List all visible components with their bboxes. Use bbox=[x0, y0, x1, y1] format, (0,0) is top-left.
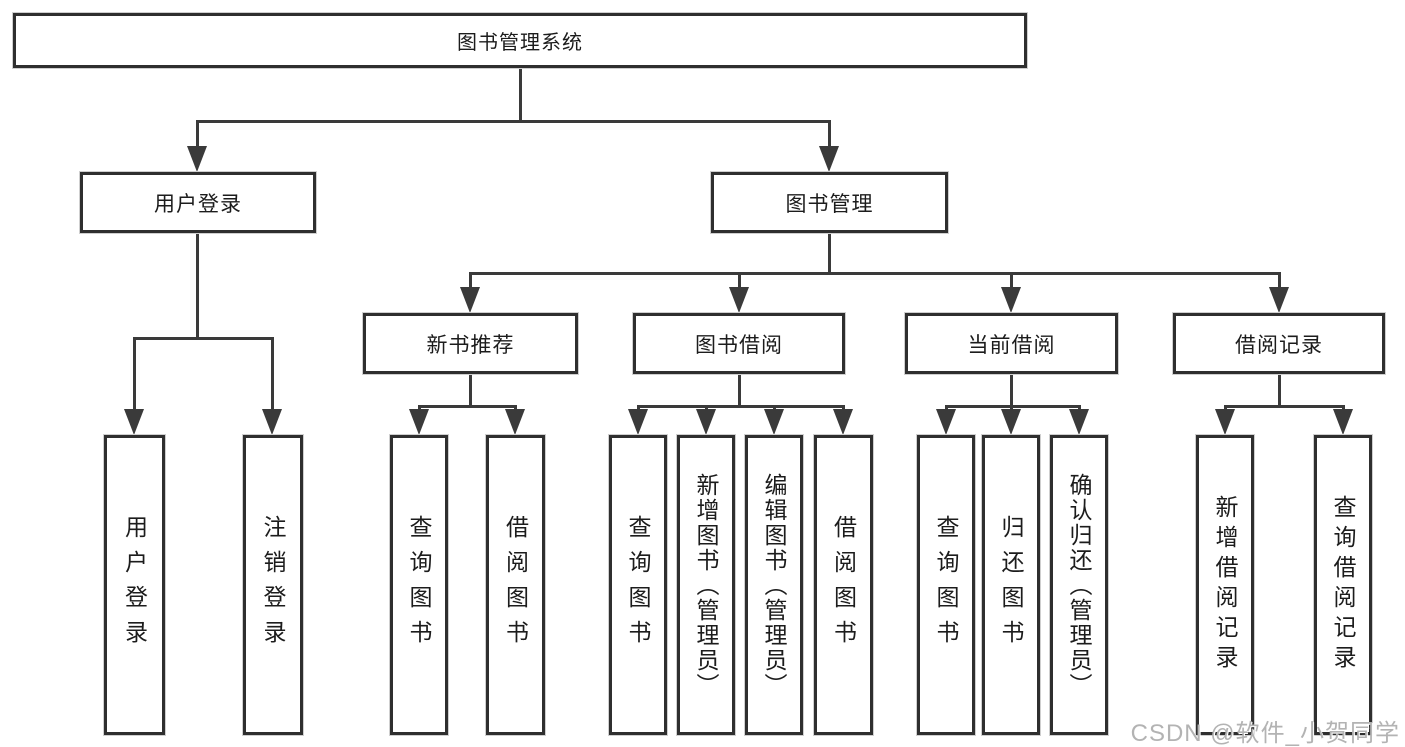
connector-line bbox=[519, 68, 522, 120]
connector-line bbox=[1278, 272, 1281, 290]
leaf-query-borrow-record-label: 查询借阅记录 bbox=[1330, 495, 1356, 675]
leaf-confirm-return-admin-label: 确认归还（管理员） bbox=[1066, 472, 1092, 698]
arrow-down-icon bbox=[124, 409, 144, 435]
connector-line bbox=[1278, 374, 1281, 405]
csdn-watermark: CSDN @软件_小贺同学 bbox=[1130, 720, 1400, 747]
node-user-login-label: 用户登录 bbox=[154, 192, 242, 216]
arrow-down-icon bbox=[819, 146, 839, 172]
arrow-down-icon bbox=[187, 146, 207, 172]
node-book-borrow: 图书借阅 bbox=[633, 313, 845, 374]
leaf-add-borrow-record-label: 新增借阅记录 bbox=[1212, 495, 1238, 675]
connector-line bbox=[469, 374, 472, 405]
leaf-logout-label: 注销登录 bbox=[260, 515, 286, 655]
node-library-system-label: 图书管理系统 bbox=[457, 32, 583, 54]
arrow-down-icon bbox=[1001, 287, 1021, 313]
leaf-query-books-current-label: 查询图书 bbox=[933, 515, 959, 655]
connector-line bbox=[637, 405, 844, 408]
leaf-query-books-recommend-label: 查询图书 bbox=[406, 515, 432, 655]
leaf-edit-books-admin-label: 编辑图书（管理员） bbox=[761, 472, 787, 698]
connector-line bbox=[418, 405, 516, 408]
leaf-return-books: 归还图书 bbox=[982, 435, 1040, 735]
leaf-add-books-admin-label: 新增图书（管理员） bbox=[693, 472, 719, 698]
arrow-down-icon bbox=[409, 409, 429, 435]
node-book-management-label: 图书管理 bbox=[785, 192, 874, 216]
leaf-logout: 注销登录 bbox=[243, 435, 303, 735]
node-current-borrow-label: 当前借阅 bbox=[967, 333, 1056, 357]
arrow-down-icon bbox=[696, 409, 716, 435]
arrow-down-icon bbox=[764, 409, 784, 435]
arrow-down-icon bbox=[1333, 409, 1353, 435]
leaf-query-borrow-record: 查询借阅记录 bbox=[1314, 435, 1372, 735]
connector-line bbox=[271, 337, 274, 411]
leaf-edit-books-admin: 编辑图书（管理员） bbox=[745, 435, 803, 735]
connector-line bbox=[1224, 405, 1344, 408]
node-user-login: 用户登录 bbox=[80, 172, 316, 233]
arrow-down-icon bbox=[936, 409, 956, 435]
arrow-down-icon bbox=[1069, 409, 1089, 435]
node-library-system: 图书管理系统 bbox=[13, 13, 1027, 68]
arrow-down-icon bbox=[1269, 287, 1289, 313]
leaf-query-books-recommend: 查询图书 bbox=[390, 435, 448, 735]
leaf-add-books-admin: 新增图书（管理员） bbox=[677, 435, 735, 735]
leaf-return-books-label: 归还图书 bbox=[998, 515, 1024, 655]
connector-line bbox=[469, 272, 472, 290]
leaf-query-books-current: 查询图书 bbox=[917, 435, 975, 735]
connector-line bbox=[1010, 272, 1013, 290]
leaf-query-books-borrow-label: 查询图书 bbox=[625, 515, 651, 655]
connector-line bbox=[738, 374, 741, 405]
connector-line bbox=[133, 337, 136, 411]
leaf-add-borrow-record: 新增借阅记录 bbox=[1196, 435, 1254, 735]
node-new-book-recommend: 新书推荐 bbox=[363, 313, 578, 374]
connector-line bbox=[469, 272, 1281, 275]
arrow-down-icon bbox=[262, 409, 282, 435]
leaf-confirm-return-admin: 确认归还（管理员） bbox=[1050, 435, 1108, 735]
connector-line bbox=[196, 120, 831, 123]
connector-line bbox=[196, 233, 199, 337]
node-borrow-records-label: 借阅记录 bbox=[1235, 333, 1323, 357]
connector-line bbox=[196, 120, 199, 148]
leaf-borrow-books-label: 借阅图书 bbox=[830, 515, 857, 655]
arrow-down-icon bbox=[505, 409, 525, 435]
node-new-book-recommend-label: 新书推荐 bbox=[426, 333, 515, 357]
node-current-borrow: 当前借阅 bbox=[905, 313, 1118, 374]
arrow-down-icon bbox=[833, 409, 853, 435]
arrow-down-icon bbox=[729, 287, 749, 313]
arrow-down-icon bbox=[1215, 409, 1235, 435]
arrow-down-icon bbox=[628, 409, 648, 435]
connector-line bbox=[738, 272, 741, 290]
connector-line bbox=[1010, 374, 1013, 405]
connector-line bbox=[828, 233, 831, 272]
connector-line bbox=[133, 337, 274, 340]
node-book-management: 图书管理 bbox=[711, 172, 948, 233]
arrow-down-icon bbox=[1001, 409, 1021, 435]
leaf-borrow-books-recommend: 借阅图书 bbox=[486, 435, 545, 735]
arrow-down-icon bbox=[460, 287, 480, 313]
leaf-query-books-borrow: 查询图书 bbox=[609, 435, 667, 735]
node-book-borrow-label: 图书借阅 bbox=[695, 333, 783, 357]
leaf-user-login-label: 用户登录 bbox=[121, 515, 148, 655]
leaf-borrow-books-recommend-label: 借阅图书 bbox=[502, 515, 529, 655]
connector-line bbox=[828, 120, 831, 148]
leaf-borrow-books: 借阅图书 bbox=[814, 435, 873, 735]
node-borrow-records: 借阅记录 bbox=[1173, 313, 1385, 374]
leaf-user-login: 用户登录 bbox=[104, 435, 165, 735]
